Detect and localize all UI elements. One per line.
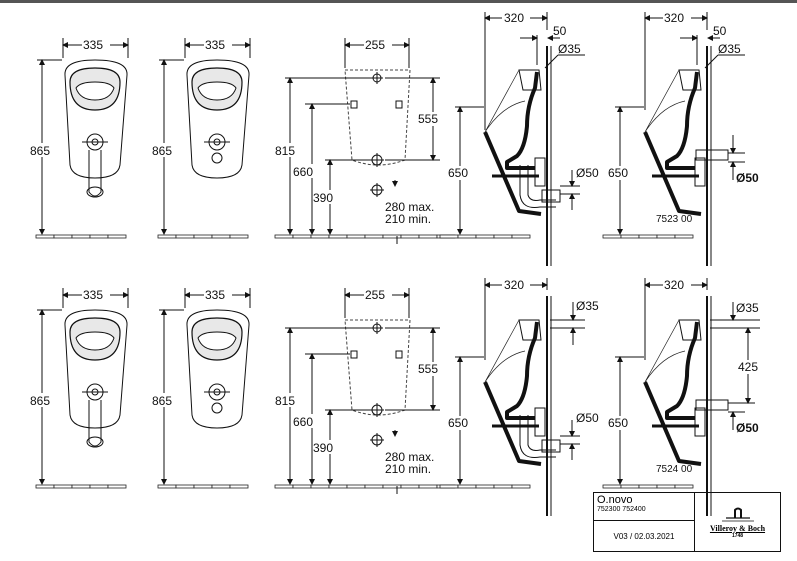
dim-555: 555 [418, 362, 438, 376]
dim-outlet-diameter: Ø50 [736, 171, 759, 185]
dim-425: 425 [738, 360, 758, 374]
urinal-side-profile [483, 294, 553, 518]
dim-width: 335 [205, 38, 225, 52]
row2: 335 865 335 865 255 [30, 278, 761, 518]
siphon-trap [86, 399, 104, 448]
dim-outlet-diameter: Ø50 [576, 411, 599, 425]
dim-height: 650 [608, 166, 628, 180]
dim-width: 335 [83, 38, 103, 52]
floor-line [274, 234, 366, 239]
urinal-front-outline [64, 309, 128, 429]
dim-660: 660 [293, 165, 313, 179]
dim-390: 390 [313, 191, 333, 205]
urinal-front-outline [186, 309, 250, 429]
dim-max: 280 max. [385, 450, 434, 464]
dim-depth: 320 [504, 11, 524, 25]
row1: 335 865 335 865 255 [30, 11, 759, 268]
dim-height: 865 [152, 394, 172, 408]
floor-line [35, 234, 127, 239]
floor-line [602, 484, 694, 489]
dim-depth: 320 [664, 11, 684, 25]
dim-inlet-diameter: Ø35 [558, 42, 581, 56]
dim-height: 650 [448, 166, 468, 180]
urinal-side-profile [643, 44, 713, 268]
urinal-side-profile [643, 294, 713, 518]
dim-555: 555 [418, 112, 438, 126]
dim-height: 865 [152, 144, 172, 158]
product-code: 7523 00 [656, 214, 693, 225]
floor-line [439, 234, 531, 239]
product-name: O.novo [597, 494, 633, 506]
urinal-front-outline [186, 59, 250, 179]
dim-outlet-diameter: Ø50 [736, 421, 759, 435]
outlet-circle [211, 402, 223, 414]
dim-height: 650 [608, 416, 628, 430]
product-code: 7524 00 [656, 464, 693, 475]
floor-line [274, 484, 366, 489]
front-view-no-trap: 335 865 [152, 38, 251, 239]
dim-max: 280 max. [385, 200, 434, 214]
rear-installation-view: 255 815 660 390 555 280 max [274, 288, 456, 494]
front-view-with-trap: 335 865 [30, 38, 129, 239]
dim-width: 335 [83, 288, 103, 302]
fixing-points [350, 72, 403, 197]
urinal-side-profile [483, 44, 553, 268]
dim-width: 335 [205, 288, 225, 302]
side-view-horizontal-outlet: 320 50 Ø35 650 Ø50 7523 00 [602, 11, 759, 268]
dim-width: 255 [365, 288, 385, 302]
dim-815: 815 [275, 144, 295, 158]
brand-year: 1748 [731, 532, 744, 539]
window-top-border [0, 0, 797, 3]
side-view-with-trap: 320 50 Ø35 650 Ø50 [439, 11, 599, 268]
dim-height: 865 [30, 144, 50, 158]
dim-depth: 320 [664, 278, 684, 292]
urinal-front-outline [64, 59, 128, 179]
outlet-circle [211, 152, 223, 164]
dim-815: 815 [275, 394, 295, 408]
floor-line [602, 234, 694, 239]
dim-height: 650 [448, 416, 468, 430]
dim-depth: 320 [504, 278, 524, 292]
rear-installation-view: 255 815 660 390 555 280 max [274, 38, 456, 244]
floor-line [157, 484, 249, 489]
dim-inlet-diameter: Ø35 [718, 42, 741, 56]
version-date: V03 / 02.03.2021 [613, 531, 675, 541]
front-view-with-trap: 335 865 [30, 288, 129, 489]
castle-logo-icon [721, 507, 754, 521]
floor-line [35, 484, 127, 489]
dim-min: 210 min. [385, 462, 431, 476]
dim-660: 660 [293, 415, 313, 429]
dim-min: 210 min. [385, 212, 431, 226]
dim-inlet-diameter: Ø35 [736, 301, 759, 315]
siphon-trap [86, 149, 104, 198]
floor-line [157, 234, 249, 239]
dim-width: 255 [365, 38, 385, 52]
dim-50: 50 [713, 24, 727, 38]
brand-logo: Villeroy & Boch 1748 [695, 493, 780, 551]
side-view-with-trap: 320 Ø35 650 Ø50 [439, 278, 599, 518]
front-view-no-trap: 335 865 [152, 288, 251, 489]
fixing-points [350, 322, 403, 447]
dim-outlet-diameter: Ø50 [576, 166, 599, 180]
brand-name: Villeroy & Boch [709, 523, 766, 533]
dim-height: 865 [30, 394, 50, 408]
dim-inlet-diameter: Ø35 [576, 299, 599, 313]
dim-390: 390 [313, 441, 333, 455]
side-view-horizontal-outlet: 320 Ø35 425 650 Ø50 7524 00 [602, 278, 761, 518]
product-codes: 752300 752400 [597, 506, 646, 513]
floor-line [439, 484, 531, 489]
dim-50: 50 [553, 24, 567, 38]
title-block: O.novo 752300 752400 V03 / 02.03.2021 Vi… [593, 492, 781, 552]
